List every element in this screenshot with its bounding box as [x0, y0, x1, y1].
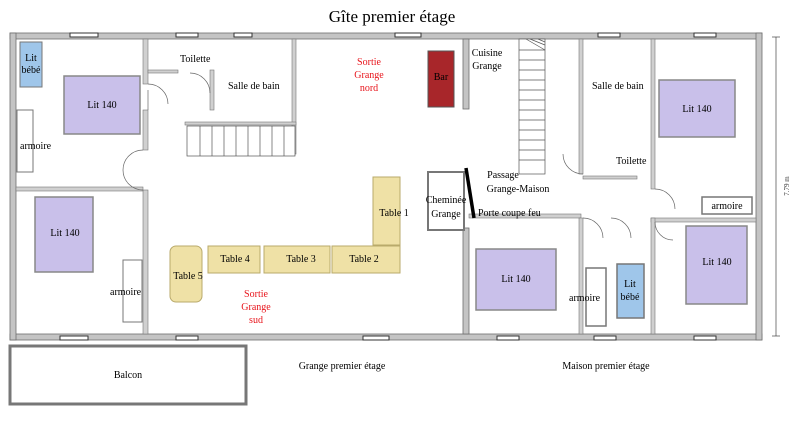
passage-label-1: Passage [487, 170, 519, 181]
bed-bottom-left-label: Lit 140 [50, 228, 79, 239]
exit-south-label-2: Grange [241, 302, 271, 313]
baby-bed-right-label-1: Lit [624, 279, 636, 290]
balcony-label: Balcon [114, 370, 142, 381]
toilet-right-label: Toilette [616, 156, 647, 167]
doors [122, 72, 676, 241]
wardrobe-right-bottom-label: armoire [569, 293, 601, 304]
wardrobe-left-bottom-label: armoire [110, 287, 142, 298]
wardrobe-left-top-label: armoire [20, 141, 52, 152]
wardrobe-right-bottom [585, 267, 607, 327]
baby-bed-left [19, 41, 43, 88]
wardrobe-left-bottom [122, 259, 143, 323]
exit-south-label-3: sud [249, 315, 263, 326]
table-1-label: Table 1 [379, 208, 409, 219]
table-1 [372, 176, 401, 246]
table-2 [331, 245, 401, 274]
windows [59, 32, 717, 341]
bar-label: Bar [434, 72, 449, 83]
bed-bottom-right [685, 225, 748, 305]
fireplace-label-1: Cheminée [426, 195, 467, 206]
table-3 [263, 245, 331, 274]
passage-label-2: Grange-Maison [487, 184, 550, 195]
baby-bed-left-label-1: Lit [25, 53, 37, 64]
bed-top-right-label: Lit 140 [682, 104, 711, 115]
bar [427, 50, 455, 108]
exit-north-label-1: Sortie [357, 57, 381, 68]
interior-walls [15, 38, 757, 335]
bed-middle-right [475, 248, 557, 311]
bed-bottom-left [34, 196, 94, 273]
bathroom-left-label: Salle de bain [228, 81, 280, 92]
kitchen-label-2: Grange [472, 61, 502, 72]
table-2-label: Table 2 [349, 254, 379, 265]
bed-bottom-right-label: Lit 140 [702, 257, 731, 268]
table-4-label: Table 4 [220, 254, 250, 265]
baby-bed-right [616, 263, 645, 319]
house-floor-label: Maison premier étage [562, 361, 650, 372]
bed-top-left [63, 75, 141, 135]
bathroom-right-label: Salle de bain [592, 81, 644, 92]
fire-door-label: Porte coupe feu [478, 208, 541, 219]
fire-door [464, 167, 476, 219]
barn-floor-label: Grange premier étage [299, 361, 386, 372]
dimension-label: 7.79 m [783, 176, 791, 196]
balcony [8, 344, 248, 406]
wardrobe-right-top [701, 196, 753, 215]
fireplace-label-2: Grange [431, 209, 461, 220]
dimension-line [772, 36, 780, 337]
table-4 [207, 245, 261, 274]
baby-bed-left-label-2: bébé [22, 65, 41, 76]
exit-north-label-2: Grange [354, 70, 384, 81]
kitchen-label-1: Cuisine [472, 48, 503, 59]
table-5-label: Table 5 [173, 271, 203, 282]
bed-top-left-label: Lit 140 [87, 100, 116, 111]
exit-south-label-1: Sortie [244, 289, 268, 300]
stairs-left [186, 125, 296, 157]
table-3-label: Table 3 [286, 254, 316, 265]
stairs-right [518, 38, 546, 175]
exit-north-label-3: nord [360, 83, 378, 94]
wardrobe-right-top-label: armoire [711, 201, 743, 212]
tables [169, 176, 401, 303]
table-5 [169, 245, 203, 303]
toilet-left-label: Toilette [180, 54, 211, 65]
baby-bed-right-label-2: bébé [621, 292, 640, 303]
fireplace [427, 171, 465, 231]
wardrobe-left-top [16, 109, 34, 173]
bed-top-right [658, 79, 736, 138]
bed-middle-right-label: Lit 140 [501, 274, 530, 285]
plan-title: Gîte premier étage [329, 7, 456, 26]
